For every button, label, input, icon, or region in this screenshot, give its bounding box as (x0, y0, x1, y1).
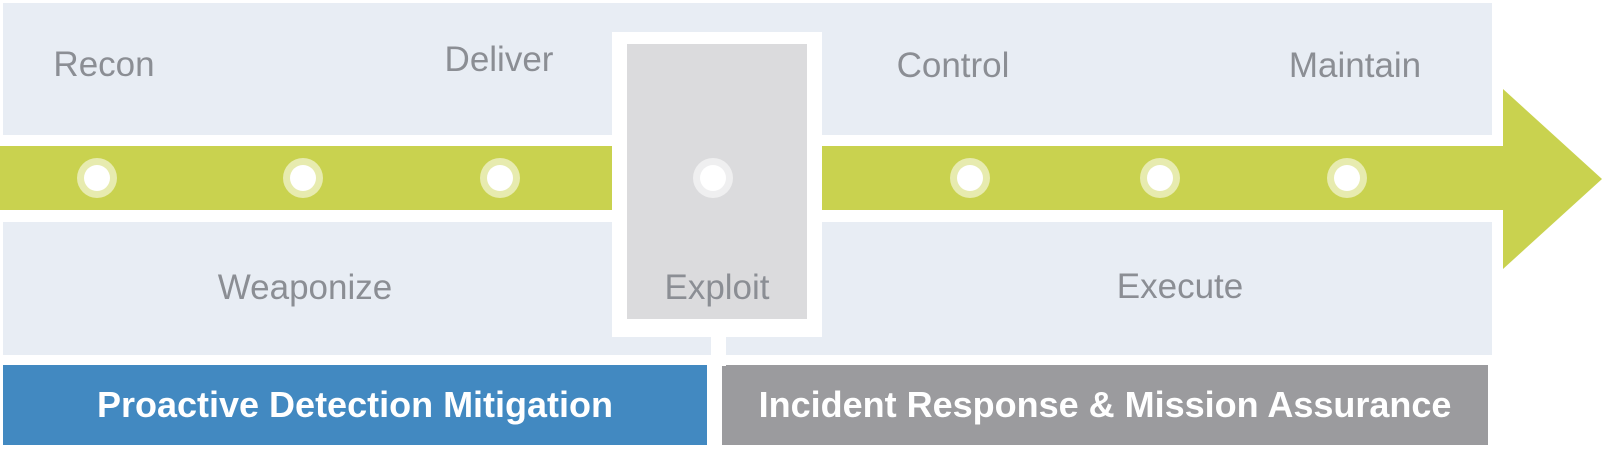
stage-label-deliver: Deliver (444, 40, 554, 79)
stage-dot-core (84, 165, 110, 191)
stage-dot-core (487, 165, 513, 191)
stage-dot-core (290, 165, 316, 191)
stage-label-weaponize: Weaponize (217, 268, 393, 307)
stage-label-exploit: Exploit (664, 268, 770, 307)
stage-dot-exploit (693, 158, 733, 198)
incident-response-bar: Incident Response & Mission Assurance (722, 365, 1488, 445)
stage-label-execute: Execute (1116, 267, 1244, 306)
stage-dot-deliver (480, 158, 520, 198)
stage-label-maintain: Maintain (1288, 46, 1422, 85)
proactive-detection-bar: Proactive Detection Mitigation (3, 365, 707, 445)
stage-label-recon: Recon (53, 45, 155, 84)
stage-dot-core (1147, 165, 1173, 191)
stage-dot-core (1334, 165, 1360, 191)
exploit-highlight-connector (711, 330, 726, 366)
stage-dot-maintain (1327, 158, 1367, 198)
stage-dot-core (957, 165, 983, 191)
stage-dot-execute (1140, 158, 1180, 198)
stage-label-control: Control (896, 46, 1010, 85)
stage-dot-weaponize (283, 158, 323, 198)
stage-dot-recon (77, 158, 117, 198)
timeline-arrow-head-icon (1503, 89, 1602, 269)
stage-dot-control (950, 158, 990, 198)
stage-dot-core (700, 165, 726, 191)
